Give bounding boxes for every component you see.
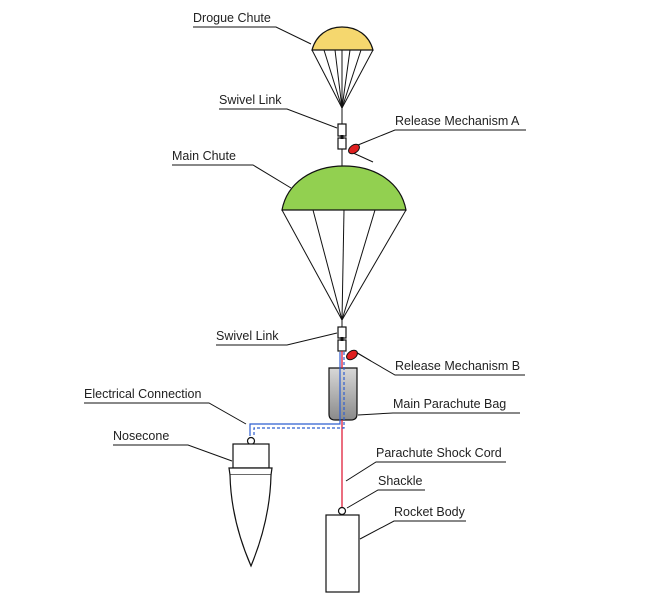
svg-text:Nosecone: Nosecone bbox=[113, 429, 169, 443]
release-mechanism-a bbox=[348, 143, 374, 163]
label-swivel-link-bottom: Swivel Link bbox=[216, 329, 338, 346]
label-parachute-shock-cord: Parachute Shock Cord bbox=[345, 446, 506, 482]
svg-text:Parachute Shock Cord: Parachute Shock Cord bbox=[376, 446, 502, 460]
swivel-link-bottom bbox=[337, 326, 347, 352]
svg-text:Swivel Link: Swivel Link bbox=[219, 93, 282, 107]
main-canopy bbox=[281, 165, 407, 211]
main-shroud-lines bbox=[281, 209, 407, 321]
svg-text:Rocket Body: Rocket Body bbox=[394, 505, 466, 519]
shackle bbox=[337, 506, 347, 516]
label-nosecone: Nosecone bbox=[113, 429, 233, 462]
release-mechanism-b bbox=[346, 349, 372, 362]
svg-text:Release Mechanism B: Release Mechanism B bbox=[395, 359, 520, 373]
label-rocket-body: Rocket Body bbox=[359, 505, 466, 540]
nosecone bbox=[228, 436, 273, 568]
label-release-mechanism-b: Release Mechanism B bbox=[356, 352, 525, 376]
drogue-shroud-lines bbox=[311, 49, 374, 109]
label-release-mechanism-a: Release Mechanism A bbox=[357, 114, 526, 146]
electrical-connection-wire bbox=[249, 352, 345, 436]
label-swivel-link-top: Swivel Link bbox=[219, 93, 338, 129]
label-main-parachute-bag: Main Parachute Bag bbox=[357, 397, 520, 416]
svg-text:Swivel Link: Swivel Link bbox=[216, 329, 279, 343]
rocket-body bbox=[325, 514, 360, 593]
label-electrical-connection: Electrical Connection bbox=[84, 387, 247, 425]
svg-text:Shackle: Shackle bbox=[378, 474, 423, 488]
svg-text:Drogue Chute: Drogue Chute bbox=[193, 11, 271, 25]
label-shackle: Shackle bbox=[346, 474, 425, 509]
svg-text:Main Parachute Bag: Main Parachute Bag bbox=[393, 397, 506, 411]
svg-text:Main Chute: Main Chute bbox=[172, 149, 236, 163]
drogue-canopy bbox=[311, 26, 374, 51]
swivel-link-top bbox=[337, 123, 347, 150]
svg-text:Electrical Connection: Electrical Connection bbox=[84, 387, 201, 401]
label-drogue-chute: Drogue Chute bbox=[193, 11, 312, 45]
drogue-chute bbox=[311, 26, 374, 124]
main-chute bbox=[281, 165, 407, 327]
svg-text:Release Mechanism A: Release Mechanism A bbox=[395, 114, 520, 128]
label-main-chute: Main Chute bbox=[172, 149, 292, 189]
main-parachute-bag bbox=[328, 367, 358, 421]
